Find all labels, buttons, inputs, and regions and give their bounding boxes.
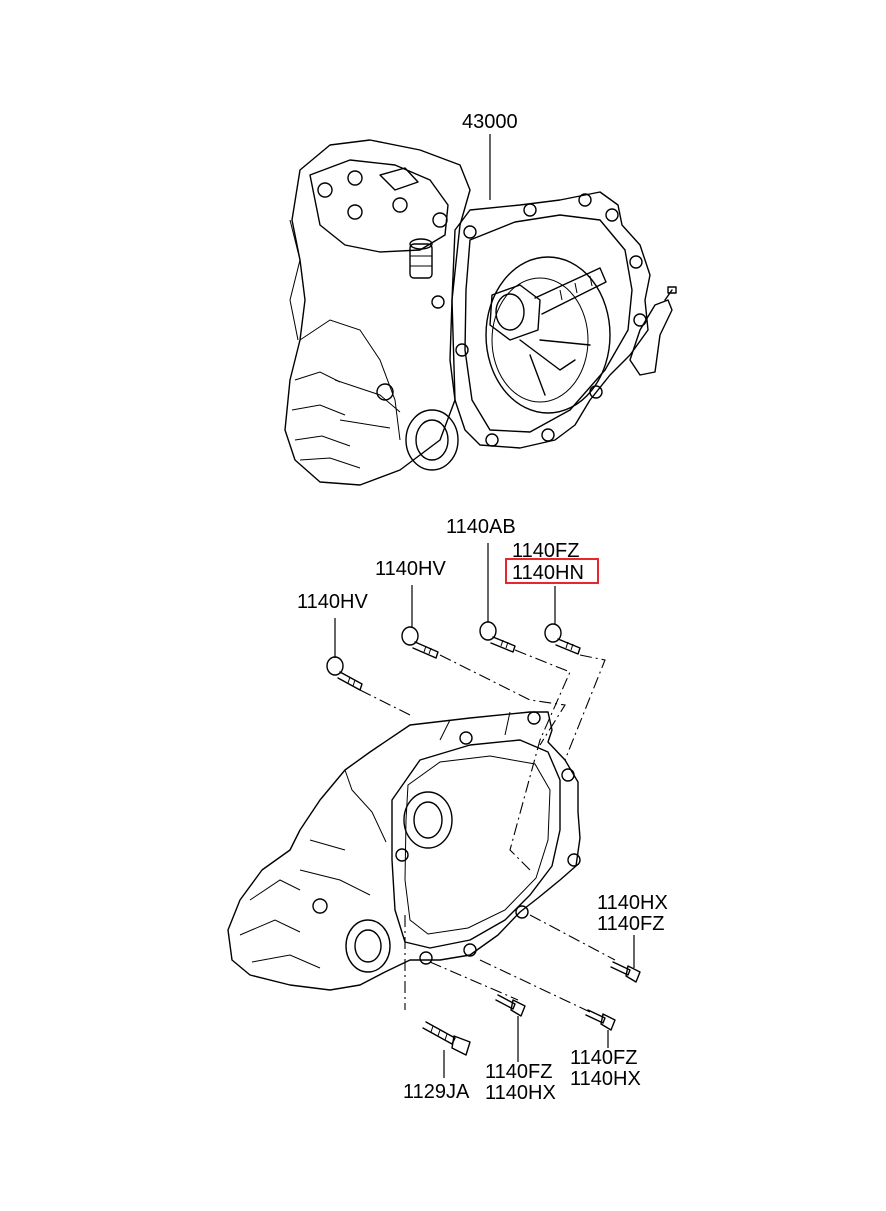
leader-lines <box>334 543 635 1078</box>
part-label-1140hx-br[interactable]: 1140HX <box>570 1068 641 1090</box>
bolt-1140hx-right <box>610 961 641 983</box>
bolt-1140hv-right <box>401 626 439 659</box>
transaxle-case-drawing <box>227 711 581 991</box>
bolt-1140fz-bottom <box>495 994 526 1017</box>
part-label-1140hx-bottom[interactable]: 1140HX <box>485 1082 556 1104</box>
bolt-path-lines <box>359 649 616 1013</box>
part-label-1140fz-br[interactable]: 1140FZ <box>570 1047 637 1069</box>
bolt-1140hn-selected <box>544 623 581 655</box>
part-label-1140fz-right[interactable]: 1140FZ <box>597 913 664 935</box>
bolt-1140hv-left <box>326 656 363 691</box>
transaxle-assembly-drawing <box>284 139 677 486</box>
bolt-1140fz-br <box>585 1009 616 1031</box>
part-label-1140hx-right[interactable]: 1140HX <box>597 892 668 914</box>
part-label-43000[interactable]: 43000 <box>462 111 518 133</box>
part-label-1140ab[interactable]: 1140AB <box>446 516 516 538</box>
part-label-1140fz-top[interactable]: 1140FZ <box>512 540 579 562</box>
bolt-1129ja <box>422 1021 471 1056</box>
part-label-1129ja[interactable]: 1129JA <box>403 1081 470 1103</box>
selected-part-highlight <box>505 558 599 584</box>
part-label-1140fz-bottom[interactable]: 1140FZ <box>485 1061 552 1083</box>
bolt-1140ab <box>479 621 516 653</box>
part-label-1140hv-left[interactable]: 1140HV <box>297 591 368 613</box>
part-label-1140hv-right[interactable]: 1140HV <box>375 558 446 580</box>
part-label-1140hn[interactable]: 1140HN <box>512 562 584 584</box>
